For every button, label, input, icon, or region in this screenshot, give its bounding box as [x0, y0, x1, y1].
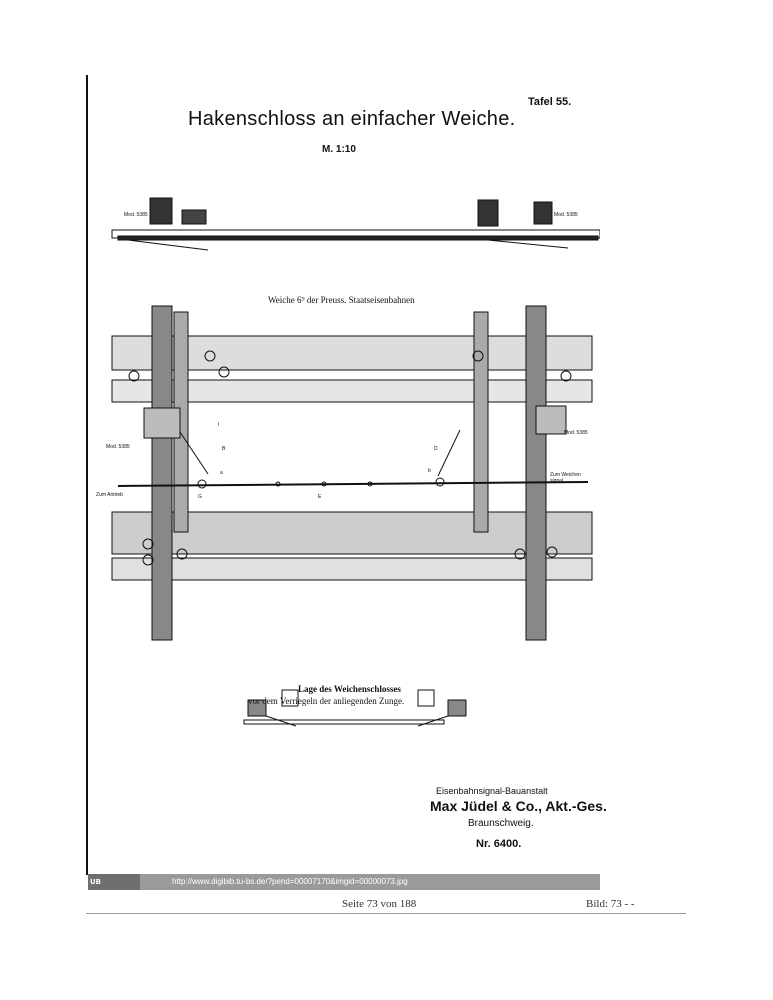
- sleeper-2: [111, 379, 593, 403]
- label-mod-left-plan: Mod. 5385: [106, 444, 130, 450]
- label-E: E: [318, 494, 322, 500]
- page-counter: Seite 73 von 188: [342, 898, 417, 910]
- connecting-rod: [117, 481, 589, 487]
- lock-box-left: [143, 407, 181, 439]
- mini-lock-right: [447, 699, 467, 717]
- plate-nr: Nr. 6400.: [476, 838, 522, 850]
- plate-number: Tafel 55.: [528, 96, 572, 108]
- elevation-lock-left: [181, 209, 207, 225]
- rail-left-outer: [151, 305, 173, 641]
- url-bar: [88, 874, 600, 890]
- caption-top: Weiche 6⁹ der Preuss. Staatseisenbahnen: [268, 295, 415, 305]
- label-I: I: [218, 422, 220, 428]
- caption-bottom-line2: vor dem Verriegeln der anliegenden Zunge…: [248, 696, 405, 706]
- elevation-rail-right: [477, 199, 499, 227]
- elevation-lever-left: [127, 239, 209, 251]
- image-counter: Bild: 73 - -: [586, 898, 635, 910]
- maker-line2: Max Jüdel & Co., Akt.-Ges.: [430, 798, 607, 814]
- technical-drawing: [111, 197, 600, 727]
- page-title: Hakenschloss an einfacher Weiche.: [188, 108, 516, 130]
- label-D: D: [434, 446, 438, 452]
- scale-label: M. 1:10: [322, 144, 356, 155]
- elevation-rail-left: [149, 197, 173, 225]
- sleeper-4: [111, 557, 593, 581]
- scanned-plate: Mod. 5385 Mod. 5385 Mod. 5385 Mod. 5385 …: [88, 60, 600, 890]
- mini-lock-left: [247, 699, 267, 717]
- label-B: B: [222, 446, 226, 452]
- label-G: G: [198, 494, 202, 500]
- sleeper-3: [111, 511, 593, 555]
- label-b: b: [428, 468, 431, 474]
- elevation-lever-right: [487, 239, 569, 249]
- rail-right-tongue: [473, 311, 489, 533]
- sleeper-1: [111, 335, 593, 371]
- pin-G: [197, 479, 207, 489]
- lock-box-right: [535, 405, 567, 435]
- label-mod-left-top: Mod. 5385: [124, 212, 148, 218]
- caption-bottom-line1: Lage des Weichenschlosses: [298, 684, 401, 694]
- maker-line1: Eisenbahnsignal-Bauanstalt: [436, 786, 548, 796]
- elevation-base: [117, 235, 599, 241]
- elevation-lock-right: [533, 201, 553, 225]
- label-mod-right-top: Mod. 5385: [554, 212, 578, 218]
- label-mod-right-plan: Mod. 5385: [564, 430, 588, 436]
- rail-right-outer: [525, 305, 547, 641]
- source-url-link[interactable]: http://www.digibib.tu-bs.de/?pend=000071…: [172, 877, 408, 886]
- label-zum-antrieb: Zum Antrieb: [96, 492, 123, 498]
- pin-b: [435, 477, 445, 487]
- maker-line3: Braunschweig.: [468, 818, 534, 829]
- mini-rod: [243, 719, 445, 725]
- ub-logo[interactable]: UB Braunschweig: [88, 874, 145, 902]
- footer-divider: [86, 913, 686, 914]
- label-zum-weichensignal: Zum Weichen signal: [550, 472, 581, 484]
- label-a: a: [220, 470, 223, 476]
